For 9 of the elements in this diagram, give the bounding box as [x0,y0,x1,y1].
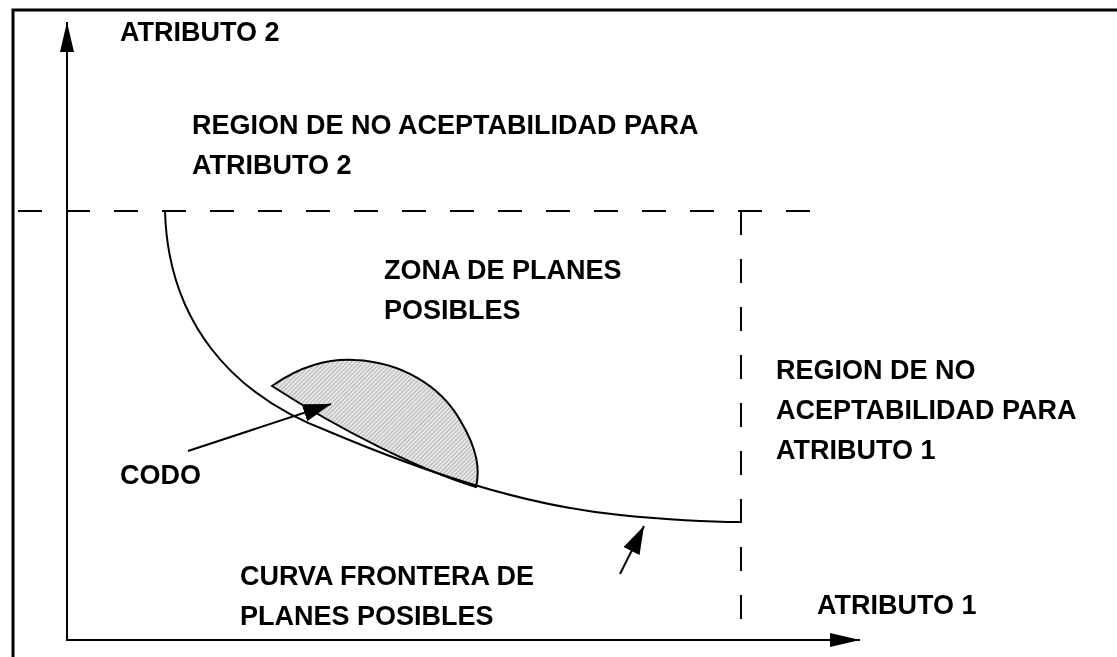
region-label: REGION DE NO ACEPTABILIDAD PARA ATRIBUTO 2 [192,109,699,182]
leader-arrow [619,525,645,575]
callout-text: CODO [120,455,201,495]
callout-text: CURVA FRONTERA DE PLANES POSIBLES [240,556,550,636]
leader-arrow [187,401,332,452]
axis-label: ATRIBUTO 2 [120,16,280,49]
zone-label: ZONA DE PLANES POSIBLES [384,254,623,327]
axis-label: ATRIBUTO 1 [817,589,977,622]
region-label: REGION DE NO ACEPTABILIDAD PARA ATRIBUTO 1 [776,354,1076,467]
